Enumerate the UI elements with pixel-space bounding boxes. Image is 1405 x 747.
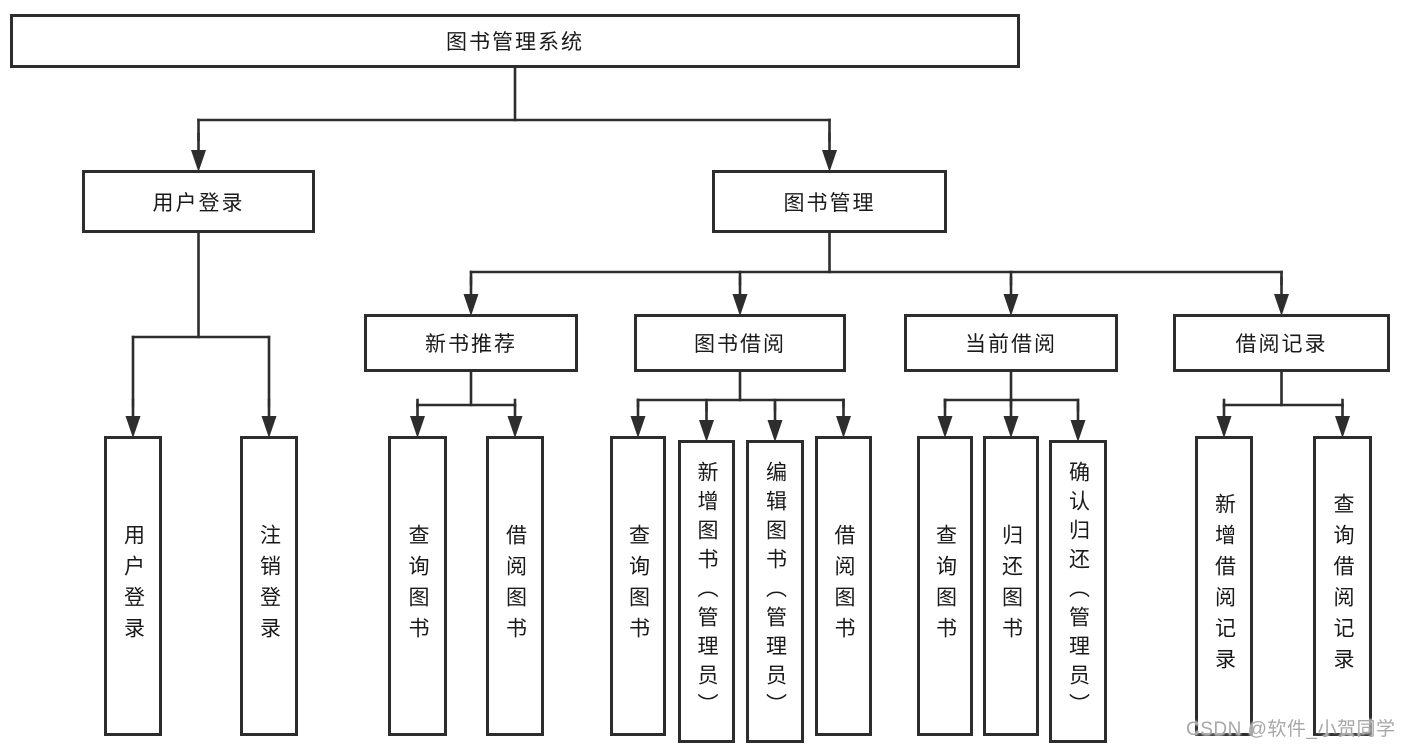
- node-label: 图书管理系统: [446, 31, 584, 54]
- node-label: 图书借阅: [694, 333, 786, 356]
- arrowhead-icon: [732, 294, 748, 316]
- arrowhead-icon: [822, 150, 837, 172]
- node-label: 新增图书（管理员）: [695, 461, 718, 722]
- node-cb-confirm: 确认归还（管理员）: [1049, 440, 1107, 743]
- arrowhead-icon: [410, 416, 425, 438]
- node-label: 当前借阅: [965, 333, 1057, 356]
- arrowhead-icon: [191, 150, 206, 172]
- arrowhead-icon: [261, 416, 277, 438]
- node-borrow-records: 借阅记录: [1173, 314, 1390, 372]
- node-label: 确认归还（管理员）: [1066, 461, 1090, 722]
- arrowhead-icon: [1274, 294, 1289, 316]
- node-label: 用户登录: [152, 191, 245, 215]
- arrowhead-icon: [836, 416, 851, 438]
- node-new-book-rec: 新书推荐: [364, 314, 578, 372]
- node-cb-query: 查询图书: [917, 436, 973, 736]
- node-label: 查询借阅记录: [1331, 493, 1354, 679]
- node-book-borrow: 图书借阅: [634, 314, 846, 372]
- arrowhead-icon: [125, 416, 141, 438]
- watermark-text: CSDN @软件_小贺同学: [1186, 719, 1396, 740]
- node-label: 借阅记录: [1235, 333, 1328, 356]
- node-label: 图书管理: [783, 191, 876, 215]
- node-root: 图书管理系统: [10, 14, 1020, 68]
- node-bb-query: 查询图书: [610, 436, 666, 736]
- node-bb-edit: 编辑图书（管理员）: [746, 440, 804, 743]
- node-nbr-query: 查询图书: [388, 436, 447, 736]
- arrowhead-icon: [1216, 416, 1232, 438]
- node-label: 新增借阅记录: [1212, 493, 1236, 679]
- arrowhead-icon: [767, 420, 783, 442]
- node-user-login: 用户登录: [82, 170, 315, 233]
- node-logout-leaf: 注销登录: [240, 436, 298, 736]
- arrowhead-icon: [507, 416, 523, 438]
- node-label: 用户登录: [121, 524, 145, 648]
- node-label: 注销登录: [257, 524, 281, 648]
- node-cb-return: 归还图书: [983, 436, 1039, 736]
- arrowhead-icon: [463, 294, 479, 316]
- node-bb-borrow: 借阅图书: [815, 436, 872, 736]
- node-current-borrow: 当前借阅: [904, 314, 1118, 372]
- arrowhead-icon: [1335, 416, 1350, 438]
- node-br-query: 查询借阅记录: [1313, 436, 1372, 736]
- arrowhead-icon: [937, 416, 953, 438]
- arrowhead-icon: [1003, 416, 1019, 438]
- node-user-login-leaf: 用户登录: [104, 436, 162, 736]
- node-label: 归还图书: [999, 524, 1023, 648]
- node-label: 编辑图书（管理员）: [763, 461, 787, 722]
- node-bb-add: 新增图书（管理员）: [678, 440, 735, 743]
- node-label: 查询图书: [406, 524, 429, 648]
- arrowhead-icon: [1070, 420, 1086, 442]
- node-label: 借阅图书: [503, 524, 527, 648]
- arrowhead-icon: [630, 416, 646, 438]
- node-label: 借阅图书: [832, 524, 855, 648]
- node-label: 查询图书: [933, 524, 957, 648]
- node-book-mgmt: 图书管理: [712, 170, 947, 233]
- node-br-add: 新增借阅记录: [1195, 436, 1253, 736]
- arrowhead-icon: [1003, 294, 1019, 316]
- node-nbr-borrow: 借阅图书: [486, 436, 544, 736]
- arrowhead-icon: [699, 420, 714, 442]
- node-label: 新书推荐: [425, 333, 517, 356]
- node-label: 查询图书: [626, 524, 650, 648]
